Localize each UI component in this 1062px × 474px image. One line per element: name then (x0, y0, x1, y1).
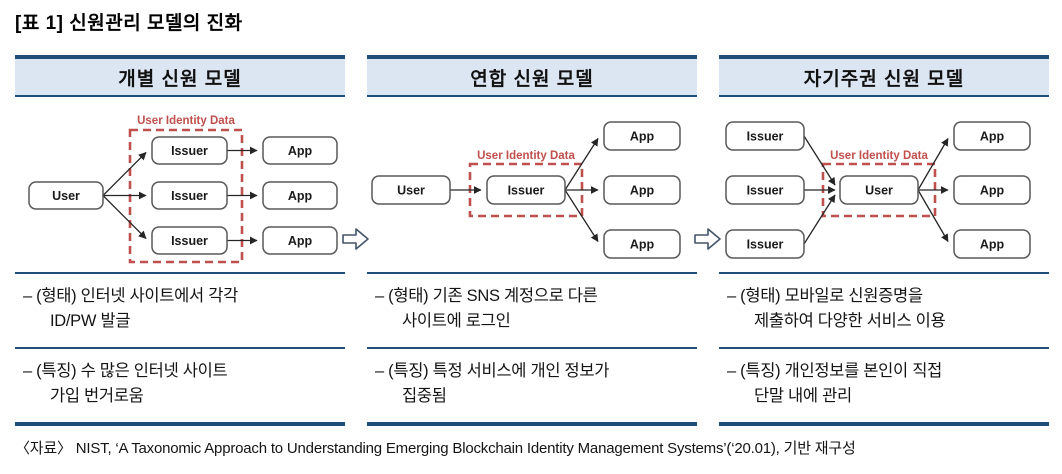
panel-gap (342, 55, 370, 426)
user-node (28, 181, 104, 210)
panels-row: 개별 신원 모델 User Identity Data (15, 55, 1049, 426)
bullet-line: 집중됨 (402, 386, 447, 405)
issuer-node-label: Issuer (171, 189, 208, 203)
bullet-line: 가입 번거로움 (50, 386, 144, 405)
bullet-line: ID/PW 발글 (50, 311, 131, 330)
issuer-node (725, 175, 805, 205)
flow-arrows (450, 137, 599, 243)
issuer-node-label: Issuer (747, 130, 784, 144)
individual-identity-diagram-svg: User Identity Data User Issuer (28, 115, 338, 264)
bullet-feature: – (특징) 개인정보를 본인이 직접 단말 내에 관리 (719, 347, 1049, 422)
figure-title: [표 1] 신원관리 모델의 진화 (15, 13, 243, 34)
panel-transition-arrow-icon (694, 227, 722, 256)
individual-identity-diagram: User Identity Data User Issuer (15, 97, 345, 272)
app-node (603, 121, 681, 151)
user-node-label: User (52, 189, 80, 203)
issuer-node (725, 121, 805, 151)
identity-data-label: User Identity Data (137, 115, 235, 127)
user-node (839, 175, 919, 205)
issuer-node (486, 175, 566, 205)
flow-arrows (102, 146, 258, 245)
federated-identity-diagram-svg: User Identity Data User Issuer App (371, 121, 681, 259)
app-node-label: App (630, 130, 655, 144)
user-node-label: User (865, 184, 893, 198)
issuer-node-label: Issuer (747, 184, 784, 198)
app-node (262, 226, 338, 255)
panel-header-federated: 연합 신원 모델 (367, 55, 697, 97)
bullet-line: – (특징) 특정 서비스에 개인 정보가 (375, 362, 610, 380)
panel-header-label: 자기주권 신원 모델 (803, 68, 965, 90)
panel-header-individual: 개별 신원 모델 (15, 55, 345, 97)
issuer-node-label: Issuer (747, 238, 784, 252)
issuer-node-label: Issuer (171, 234, 208, 248)
bullet-line: 단말 내에 관리 (754, 386, 852, 405)
panel-header-self-sovereign: 자기주권 신원 모델 (719, 55, 1049, 97)
panel-notes: – (형태) 기존 SNS 계정으로 다른 사이트에 로그인 – (특징) 특정… (367, 272, 697, 426)
issuer-node (151, 226, 228, 255)
panel-self-sovereign-identity: 자기주권 신원 모델 User Identity Data (719, 55, 1049, 426)
panel-individual-identity: 개별 신원 모델 User Identity Data (15, 55, 345, 426)
app-node-label: App (980, 130, 1005, 144)
bullet-line: – (형태) 기존 SNS 계정으로 다른 (375, 287, 598, 305)
panel-federated-identity: 연합 신원 모델 User Identity Data (367, 55, 697, 426)
bullet-line: 사이트에 로그인 (402, 311, 511, 330)
bullet-form: – (형태) 기존 SNS 계정으로 다른 사이트에 로그인 (367, 272, 697, 347)
app-node-label: App (980, 238, 1005, 252)
issuer-node-label: Issuer (171, 144, 208, 158)
user-node-label: User (397, 184, 425, 198)
panel-gap (694, 55, 722, 426)
self-sovereign-identity-diagram: User Identity Data Issuer Issuer (719, 97, 1049, 272)
bullet-feature: – (특징) 수 많은 인터넷 사이트 가입 번거로움 (15, 347, 345, 422)
federated-identity-diagram: User Identity Data User Issuer App (367, 97, 697, 272)
issuer-node (151, 136, 228, 165)
panel-header-label: 개별 신원 모델 (118, 68, 242, 90)
app-node-label: App (288, 234, 313, 248)
app-node (953, 175, 1031, 205)
identity-data-label: User Identity Data (477, 150, 575, 162)
bullet-line: – (특징) 개인정보를 본인이 직접 (727, 362, 942, 380)
app-node (603, 175, 681, 205)
bullet-line: – (형태) 인터넷 사이트에서 각각 (23, 287, 238, 305)
app-node (953, 121, 1031, 151)
app-node-label: App (288, 144, 313, 158)
identity-data-label: User Identity Data (830, 150, 928, 162)
bullet-line: 제출하여 다양한 서비스 이용 (754, 311, 946, 330)
bullet-line: – (특징) 수 많은 인터넷 사이트 (23, 362, 228, 380)
app-node-label: App (630, 238, 655, 252)
bullet-form: – (형태) 인터넷 사이트에서 각각 ID/PW 발글 (15, 272, 345, 347)
issuer-node-label: Issuer (508, 184, 545, 198)
self-sovereign-identity-diagram-svg: User Identity Data Issuer Issuer (725, 121, 1031, 259)
app-node-label: App (630, 184, 655, 198)
flow-arrows (803, 135, 949, 245)
app-node (262, 136, 338, 165)
user-node (371, 175, 451, 205)
bullet-line: – (형태) 모바일로 신원증명을 (727, 287, 923, 305)
panel-notes: – (형태) 인터넷 사이트에서 각각 ID/PW 발글 – (특징) 수 많은… (15, 272, 345, 426)
app-node-label: App (980, 184, 1005, 198)
panel-header-label: 연합 신원 모델 (470, 68, 594, 90)
app-node (603, 229, 681, 259)
bullet-feature: – (특징) 특정 서비스에 개인 정보가 집중됨 (367, 347, 697, 422)
issuer-node (725, 229, 805, 259)
source-note: 〈자료〉 NIST, ‘A Taxonomic Approach to Unde… (15, 440, 856, 457)
bullet-form: – (형태) 모바일로 신원증명을 제출하여 다양한 서비스 이용 (719, 272, 1049, 347)
app-node (953, 229, 1031, 259)
app-node (262, 181, 338, 210)
issuer-node (151, 181, 228, 210)
panel-transition-arrow-icon (342, 227, 370, 256)
app-node-label: App (288, 189, 313, 203)
panel-notes: – (형태) 모바일로 신원증명을 제출하여 다양한 서비스 이용 – (특징)… (719, 272, 1049, 426)
